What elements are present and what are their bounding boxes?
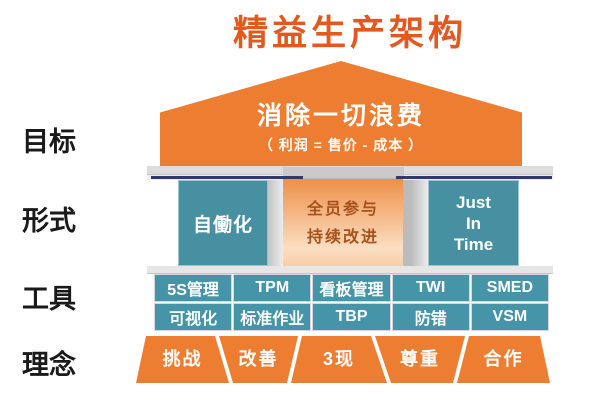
jit-line2: In — [465, 213, 482, 233]
capital-line-left — [151, 176, 303, 179]
base-segment-cooperation: 合作 — [457, 336, 550, 383]
side-label-tools: 工具 — [22, 284, 76, 314]
base-segment-kaizen: 改善 — [219, 336, 298, 383]
tools-grid: 5S管理 TPM 看板管理 TWI SMED 可视化 标准作业 TBP 防错 V… — [155, 275, 548, 330]
column-side-right — [402, 180, 428, 267]
capital-line-right — [396, 176, 552, 179]
pillar-people-kaizen: 全员参与 持续改进 — [283, 179, 403, 268]
center-column-capital — [283, 167, 404, 179]
pillar-people-line2: 持续改进 — [306, 228, 379, 246]
pillar-jidoka: 自働化 — [178, 180, 268, 266]
base-segment-3gen: 3现 — [291, 336, 387, 383]
side-label-philosophy: 理念 — [22, 350, 76, 380]
tool-cell-smed: SMED — [471, 275, 548, 301]
roof-slogan: 消除一切浪费 — [256, 102, 425, 130]
base-segment-challenge: 挑战 — [136, 336, 229, 383]
diagram-title: 精益生产架构 — [232, 14, 467, 53]
tool-cell-poka-yoke: 防错 — [392, 304, 469, 330]
tool-cell-5s-management: 5S管理 — [155, 275, 232, 301]
jit-line1: Just — [456, 192, 491, 212]
roof-shape: 消除一切浪费 （ 利润 = 售价 - 成本 ） — [160, 61, 522, 166]
jit-line3: Time — [453, 234, 494, 254]
philosophy-base-row: 挑战 改善 3现 尊重 合作 — [136, 336, 550, 383]
pillar-people-line1: 全员参与 — [306, 200, 379, 218]
tool-cell-vsm: VSM — [471, 304, 548, 330]
tool-cell-standard-work: 标准作业 — [234, 304, 311, 330]
tool-cell-tpm: TPM — [234, 275, 311, 301]
tool-cell-tbp: TBP — [313, 304, 390, 330]
tool-cell-twi: TWI — [392, 275, 469, 301]
pillar-pedestal — [147, 266, 553, 274]
pillar-just-in-time: Just In Time — [428, 180, 519, 266]
base-segment-respect: 尊重 — [375, 336, 465, 383]
column-side-left — [266, 180, 285, 267]
tool-cell-kanban-management: 看板管理 — [313, 275, 390, 301]
tool-cell-visualization: 可视化 — [155, 304, 232, 330]
roof-formula: （ 利润 = 售价 - 成本 ） — [258, 137, 424, 153]
side-label-goal: 目标 — [22, 127, 76, 157]
side-label-form: 形式 — [22, 206, 76, 236]
